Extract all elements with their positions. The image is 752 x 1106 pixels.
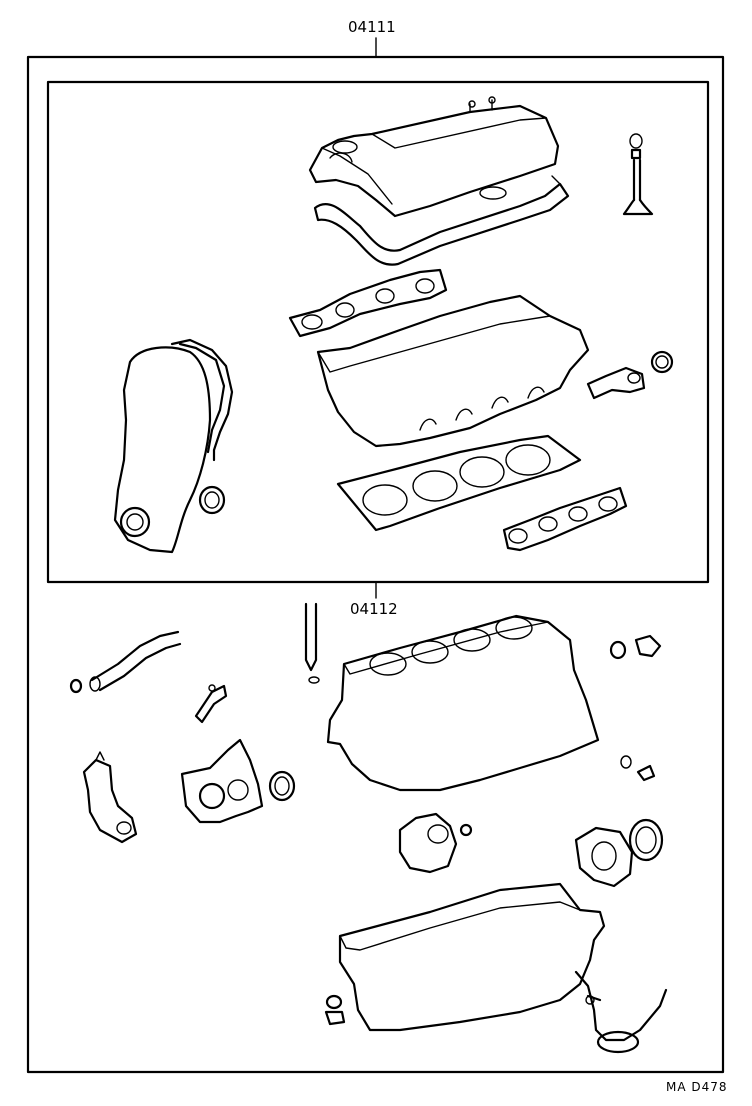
crankshaft-front-oil-seal bbox=[268, 770, 296, 802]
kit-label-04112: 04112 bbox=[350, 600, 398, 618]
water-pump bbox=[398, 812, 473, 874]
engine-valve bbox=[622, 133, 654, 216]
inlet-pipe-o-ring bbox=[69, 678, 83, 694]
kit-label-04111: 04111 bbox=[348, 18, 396, 36]
outer-kit-frame bbox=[26, 55, 725, 1074]
thermostat-housing bbox=[82, 751, 138, 844]
water-inlet-pipe bbox=[89, 630, 182, 692]
drain-plug bbox=[324, 994, 346, 1026]
water-outlet-seal bbox=[650, 350, 674, 374]
oil-pan bbox=[338, 882, 606, 1032]
cylinder-head-gasket bbox=[336, 434, 582, 532]
rear-crankshaft-oil-seal bbox=[628, 818, 664, 862]
timing-belt-cover bbox=[113, 346, 212, 554]
cylinder-head bbox=[316, 294, 590, 448]
drain-plug-gaskets bbox=[620, 755, 656, 782]
timing-cover-gasket bbox=[170, 338, 234, 462]
rear-oil-seal-retainer bbox=[574, 826, 634, 888]
water-outlet-pipe bbox=[586, 366, 646, 400]
oil-pump bbox=[180, 738, 264, 824]
intake-manifold-gasket bbox=[288, 268, 448, 338]
head-cover-gasket bbox=[313, 175, 570, 266]
exhaust-manifold-gasket bbox=[502, 486, 628, 552]
camshaft-oil-seal bbox=[198, 485, 226, 515]
cylinder-head-cover bbox=[308, 96, 560, 218]
upper-kit-frame bbox=[46, 80, 710, 584]
bracket bbox=[194, 684, 228, 724]
cylinder-block bbox=[326, 614, 600, 792]
oil-pressure-switch bbox=[609, 634, 662, 660]
dipstick-guide bbox=[304, 602, 320, 684]
drawing-code: MA D478 bbox=[666, 1080, 728, 1094]
oil-strainer bbox=[574, 970, 668, 1054]
